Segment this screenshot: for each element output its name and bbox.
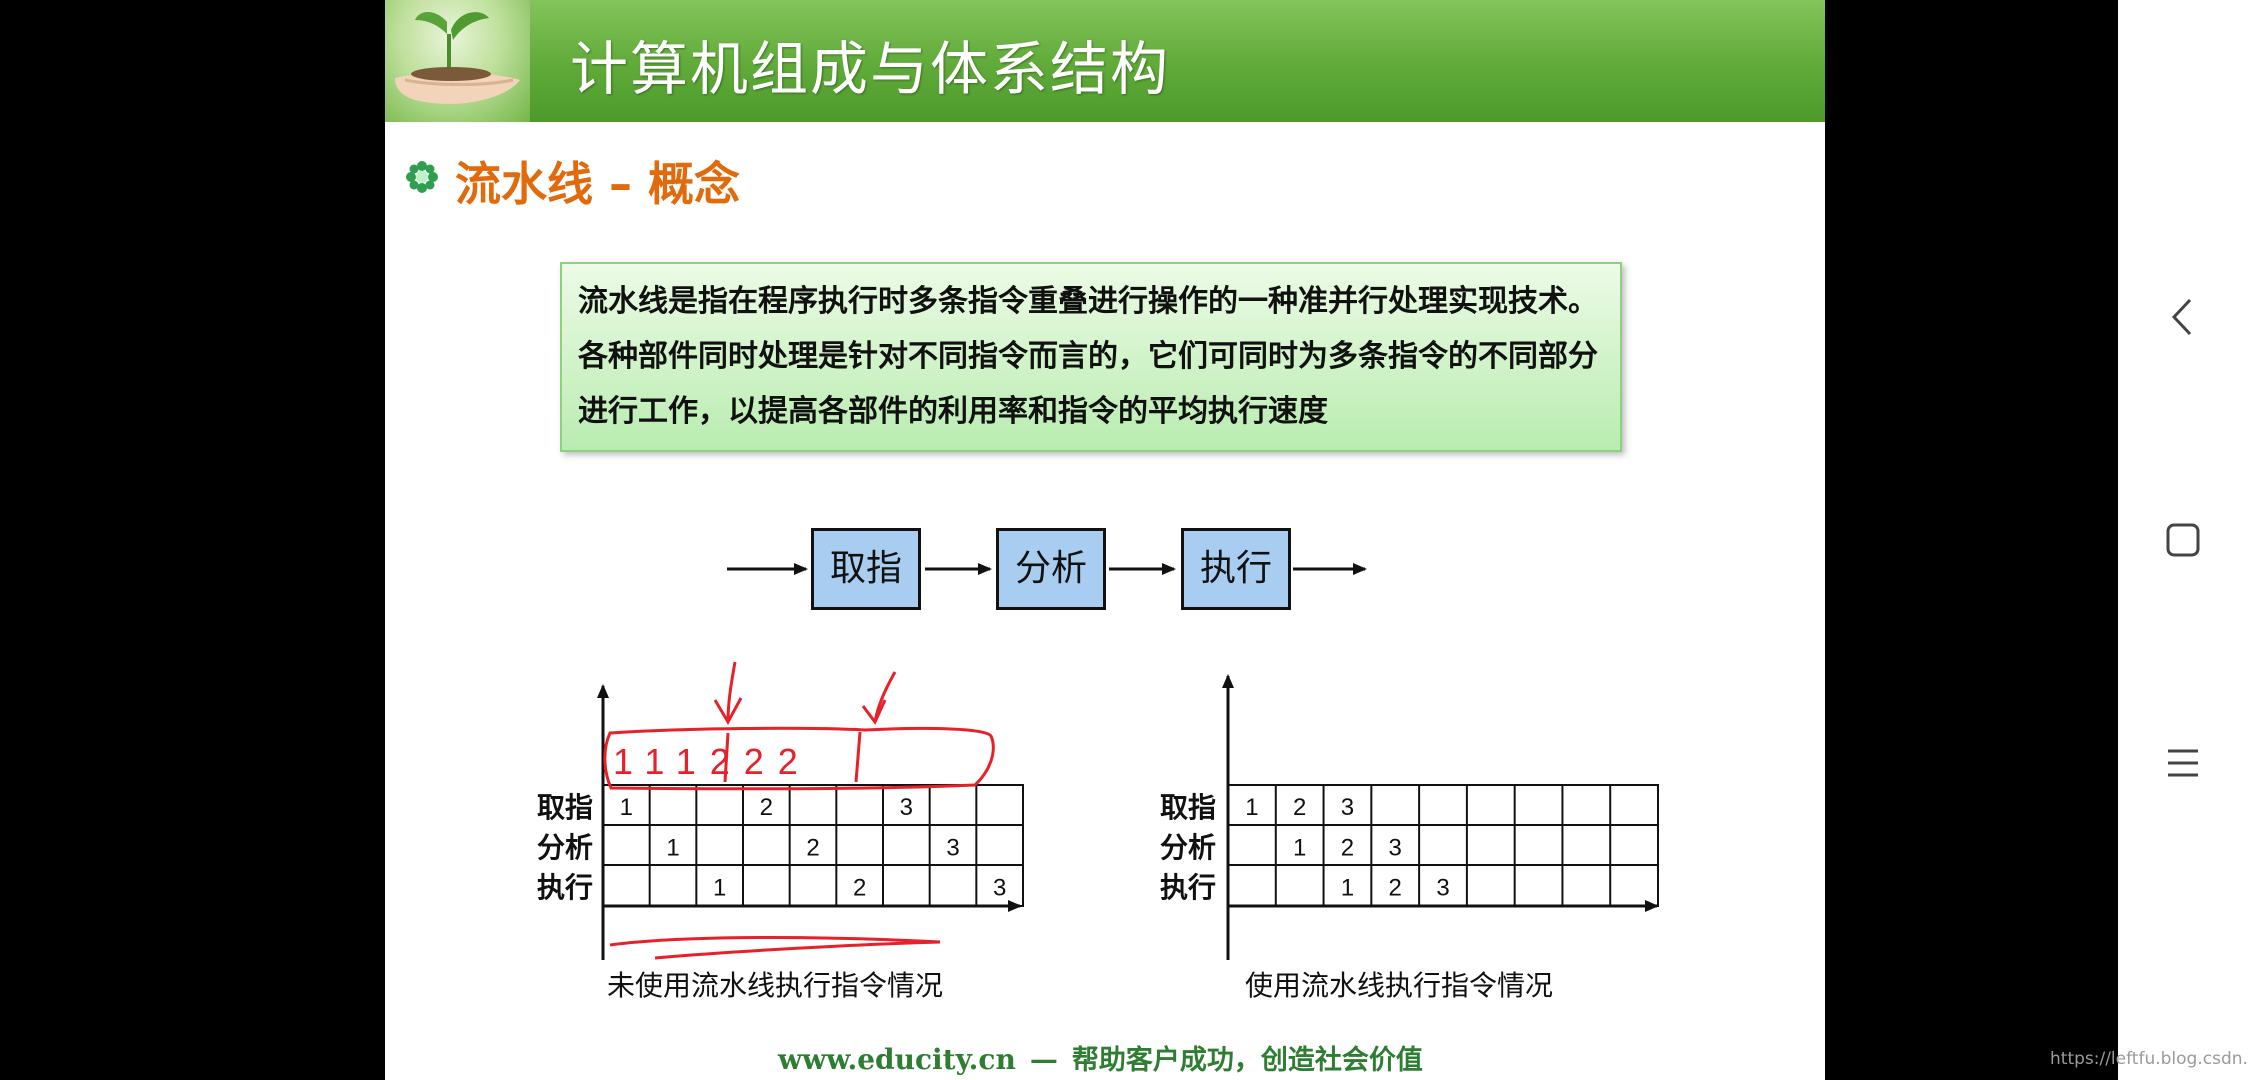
right-chart-cell-r2-c2: 1: [1341, 875, 1354, 902]
handwritten-annotation: [603, 661, 995, 960]
presentation-slide: 计算机组成与体系结构 流水线 – 概念 流水线是指在程序执行时多条指令重叠进行操…: [385, 0, 1825, 1080]
left-chart-cell-r2-c5: 2: [853, 875, 866, 902]
definition-text: 流水线是指在程序执行时多条指令重叠进行操作的一种准并行处理实现技术。各种部件同时…: [578, 284, 1598, 429]
left-row-label-execute: 执行: [537, 871, 594, 904]
left-chart-caption: 未使用流水线执行指令情况: [607, 969, 944, 1002]
left-chart-cell-r0-c0: 1: [620, 794, 633, 821]
left-row-label-fetch: 取指: [537, 791, 594, 824]
right-chart-cell-r0-c1: 2: [1293, 794, 1306, 821]
right-chart-cell-r2-c4: 3: [1436, 875, 1449, 902]
banner-hands-sprout-image: [385, 0, 530, 122]
stage-box-analyze: 分析: [996, 528, 1106, 610]
footer-dash: —: [1029, 1043, 1058, 1076]
right-chart-cell-r1-c3: 3: [1389, 834, 1402, 861]
chevron-left-icon[interactable]: [2170, 298, 2194, 336]
right-chart-cell-r0-c2: 3: [1341, 794, 1354, 821]
slide-title: 计算机组成与体系结构: [570, 35, 1171, 103]
stage-box-execute: 执行: [1181, 528, 1291, 610]
system-navigation-bar: [2118, 0, 2248, 1080]
definition-box: 流水线是指在程序执行时多条指令重叠进行操作的一种准并行处理实现技术。各种部件同时…: [560, 262, 1622, 452]
right-chart-cells: 1 2 3 1 2 3 1 2 3: [1245, 794, 1449, 902]
right-row-label-execute: 执行: [1160, 871, 1217, 904]
section-title: 流水线 – 概念: [455, 157, 741, 211]
left-chart-cell-r2-c2: 1: [713, 875, 726, 902]
right-chart-caption: 使用流水线执行指令情况: [1245, 969, 1554, 1002]
right-row-label-fetch: 取指: [1160, 791, 1217, 824]
left-chart-cell-r1-c7: 3: [946, 834, 959, 861]
left-chart-cell-r0-c6: 3: [900, 794, 913, 821]
left-chart-cell-r2-c8: 3: [993, 875, 1006, 902]
left-chart-cell-r0-c3: 2: [760, 794, 773, 821]
right-chart-cell-r2-c3: 2: [1389, 875, 1402, 902]
handwritten-numbers: 111222: [613, 741, 812, 782]
footer-slogan: 帮助客户成功，创造社会价值: [1071, 1045, 1423, 1076]
left-chart-cell-r1-c1: 1: [666, 834, 679, 861]
pipeline-diagram: 1 2 3 1 2 3 1 2 3 1 2 3 1 2 3 1 2 3 111222: [597, 563, 1659, 960]
stage-box-fetch: 取指: [811, 528, 921, 610]
right-chart-cell-r0-c0: 1: [1245, 794, 1258, 821]
right-row-label-analyze: 分析: [1160, 831, 1217, 864]
left-chart-cells: 1 2 3 1 2 3 1 2 3: [620, 794, 1007, 902]
slide-footer: www.educity.cn — 帮助客户成功，创造社会价值: [778, 1038, 1423, 1077]
square-home-icon[interactable]: [2166, 523, 2200, 557]
right-chart-cell-r1-c1: 1: [1293, 834, 1306, 861]
right-chart-cell-r1-c2: 2: [1341, 834, 1354, 861]
title-banner: 计算机组成与体系结构: [385, 0, 1825, 122]
watermark-url: https://leftfu.blog.csdn.net: [2050, 1049, 2248, 1069]
left-chart-cell-r1-c4: 2: [806, 834, 819, 861]
flower-bullet-icon: [406, 161, 438, 193]
right-chart-grid: [1227, 784, 1659, 907]
left-row-label-analyze: 分析: [537, 831, 594, 864]
menu-lines-icon[interactable]: [2166, 748, 2200, 778]
footer-url: www.educity.cn: [778, 1043, 1016, 1076]
left-chart-grid: [602, 784, 1024, 907]
handwritten-sequence: 111222: [613, 741, 812, 782]
